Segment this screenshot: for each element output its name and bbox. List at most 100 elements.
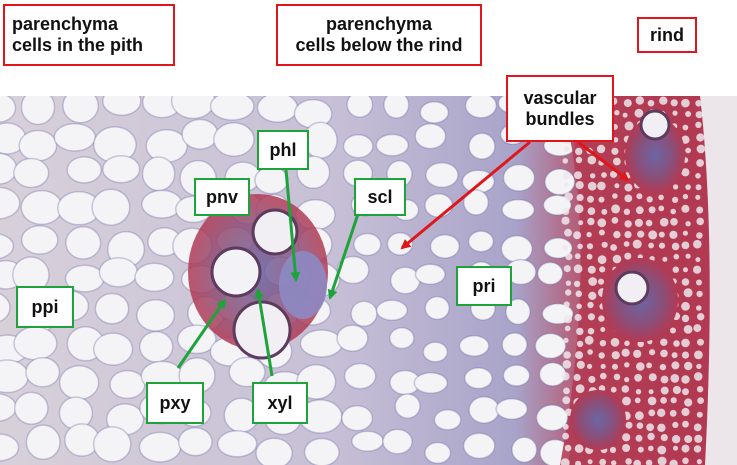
- label-xyl: xyl: [252, 382, 308, 424]
- parenchyma-cell: [422, 341, 449, 363]
- rind-cell: [670, 374, 680, 383]
- rind-cell: [671, 435, 681, 444]
- rind-cell: [562, 423, 569, 430]
- parenchyma-cell: [425, 161, 459, 189]
- rind-cell: [670, 208, 676, 215]
- rind-cell: [574, 204, 584, 214]
- parenchyma-cell: [209, 91, 255, 121]
- parenchyma-cell: [65, 226, 102, 260]
- rind-cell: [648, 206, 656, 214]
- parenchyma-cell: [544, 168, 576, 196]
- rind-cell: [636, 193, 643, 200]
- parenchyma-cell: [177, 427, 213, 457]
- rind-cell: [681, 338, 690, 348]
- rind-cell: [596, 144, 606, 154]
- arrow-scl: [327, 207, 362, 300]
- rind-cell: [658, 194, 664, 201]
- rind-cell: [588, 277, 598, 286]
- rind-cell: [648, 230, 658, 240]
- rind-cell: [670, 99, 678, 107]
- rind-cell: [694, 434, 703, 443]
- rind-cell: [633, 459, 641, 465]
- rind-cell: [682, 193, 689, 200]
- rind-cell: [613, 373, 621, 381]
- parenchyma-cell: [350, 300, 378, 327]
- rind-cell: [696, 411, 703, 418]
- parenchyma-cell: [213, 122, 255, 157]
- rind-cell: [597, 278, 605, 285]
- rind-cell: [685, 147, 691, 154]
- rind-cell: [670, 397, 677, 404]
- rind-cell: [685, 253, 691, 259]
- rind-cell: [696, 305, 702, 311]
- parenchyma-cell: [25, 424, 61, 461]
- rind-cell: [622, 433, 631, 442]
- parenchyma-cell: [102, 154, 141, 184]
- parenchyma-cell: [413, 372, 449, 394]
- rind-cell: [646, 423, 654, 432]
- rind-cell: [623, 208, 631, 215]
- rind-cell: [625, 458, 632, 465]
- rind-cell: [681, 444, 690, 453]
- rind-cell: [597, 181, 606, 191]
- parenchyma-cell: [429, 233, 461, 259]
- rind-cell: [624, 183, 633, 192]
- rind-cell: [696, 386, 704, 393]
- rind-cell: [587, 181, 597, 191]
- rind-cell: [671, 361, 680, 370]
- rind-cell: [697, 338, 704, 346]
- rind-cell: [683, 288, 693, 298]
- rind-cell: [693, 324, 702, 333]
- parenchyma-cell: [501, 198, 536, 221]
- rind-cell: [646, 362, 652, 369]
- rind-cell: [613, 157, 621, 166]
- rind-cell: [597, 255, 607, 265]
- rind-cell: [598, 196, 605, 203]
- rind-cell: [648, 409, 656, 417]
- rind-cell: [562, 396, 571, 405]
- rind-cell: [681, 278, 690, 286]
- rind-cell: [563, 145, 570, 152]
- parenchyma-cell: [228, 356, 266, 388]
- rind-cell: [610, 337, 620, 347]
- rind-cell: [610, 244, 617, 251]
- parenchyma-cell: [181, 118, 219, 150]
- rind-cell: [696, 459, 703, 465]
- rind-cell: [697, 397, 704, 404]
- rind-cell: [565, 253, 573, 261]
- rind-cell: [625, 421, 633, 429]
- rind-cell: [614, 183, 620, 189]
- rind-cell: [634, 373, 642, 382]
- rind-cell: [587, 349, 593, 355]
- parenchyma-cell: [414, 123, 447, 150]
- label-ppi: ppi: [16, 286, 74, 328]
- rind-cell: [684, 435, 693, 444]
- rind-cell: [683, 267, 688, 273]
- parenchyma-cell: [66, 156, 102, 184]
- parenchyma-cell: [0, 92, 17, 123]
- rind-cell: [695, 111, 703, 119]
- parenchyma-cell: [375, 133, 410, 157]
- rind-cell: [601, 208, 608, 215]
- rind-cell: [612, 363, 618, 370]
- rind-cell: [624, 231, 632, 239]
- rind-cell: [588, 291, 597, 300]
- rind-cell: [671, 352, 678, 359]
- parenchyma-cell: [0, 186, 21, 220]
- parenchyma-cell: [91, 188, 131, 226]
- rind-cell: [611, 204, 621, 214]
- rind-cell: [600, 372, 607, 380]
- rind-cell: [573, 280, 581, 288]
- rind-cell: [575, 351, 584, 360]
- rind-cell: [576, 303, 582, 310]
- rind-cell: [696, 133, 705, 142]
- label-scl: scl: [354, 178, 406, 216]
- rind-cell: [660, 397, 667, 404]
- rind-cell: [624, 194, 633, 203]
- parenchyma-cell: [343, 362, 377, 390]
- parenchyma-cell: [501, 332, 528, 357]
- rind-cell: [657, 408, 666, 417]
- rind-cell: [681, 375, 690, 384]
- vascular-bundle-rind-3: [570, 390, 626, 450]
- rind-cell: [683, 325, 693, 334]
